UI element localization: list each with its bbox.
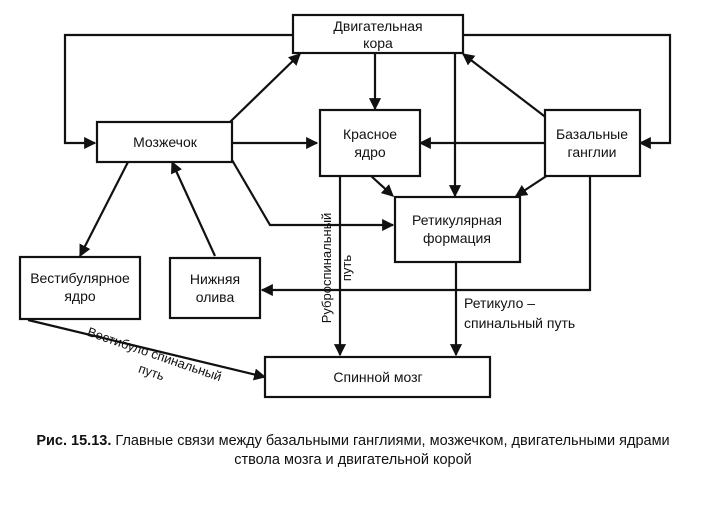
basal-ganglia-label-line2: ганглии — [568, 144, 617, 160]
figure-caption: Рис. 15.13. Главные связи между базальны… — [30, 432, 676, 470]
node-red-nucleus: Красное ядро — [318, 108, 422, 178]
label-reticulospinal: Ретикуло – спинальный путь — [464, 295, 575, 331]
vestibular-nucleus-label-line1: Вестибулярное — [30, 270, 130, 286]
connector-olive-cerebellum — [170, 160, 217, 257]
inferior-olive-label-line2: олива — [196, 289, 235, 305]
rubrospinal-label-line1: Руброспинальный — [319, 213, 334, 324]
rubrospinal-label-line2: путь — [339, 255, 354, 281]
connector-basal-reticular — [514, 174, 549, 197]
node-reticular-formation: Ретикулярная формация — [393, 195, 522, 264]
reticular-formation-label-line1: Ретикулярная — [412, 212, 502, 228]
connector-red-reticular — [369, 174, 394, 197]
node-inferior-olive: Нижняя олива — [168, 256, 262, 320]
reticular-formation-label-line2: формация — [423, 230, 491, 246]
connector-cerebellum-reticular — [231, 159, 395, 232]
motor-cortex-label-line2: кора — [363, 35, 393, 51]
node-spinal-cord: Спинной мозг — [263, 355, 492, 399]
connector-cortex-basal-loop — [463, 33, 672, 150]
reticulospinal-label-line2: спинальный путь — [464, 315, 575, 331]
connector-cerebellum-cortex — [229, 53, 301, 123]
spinal-cord-label: Спинной мозг — [333, 369, 422, 385]
label-vestibulospinal: Вестибуло спинальный путь — [86, 324, 224, 384]
label-rubrospinal: Руброспинальный путь — [319, 213, 354, 324]
vestibular-nucleus-label-line2: ядро — [64, 288, 96, 304]
connector-cerebellum-cortex-loop — [63, 33, 293, 150]
connector-vestibulospinal — [27, 318, 267, 381]
connector-basal-olive — [260, 175, 592, 297]
node-motor-cortex: Двигательная кора — [291, 13, 465, 55]
reticulospinal-label-line1: Ретикуло – — [464, 295, 535, 311]
figure-caption-label: Рис. 15.13. — [36, 433, 112, 449]
inferior-olive-label-line1: Нижняя — [190, 271, 240, 287]
node-basal-ganglia: Базальные ганглии — [543, 108, 642, 178]
cerebellum-label: Мозжечок — [133, 134, 198, 150]
node-vestibular-nucleus: Вестибулярное ядро — [18, 255, 142, 321]
node-cerebellum: Мозжечок — [95, 120, 234, 164]
red-nucleus-label-line1: Красное — [343, 126, 397, 142]
figure-caption-text: Главные связи между базальными ганглиями… — [115, 433, 670, 468]
connector-cerebellum-vestibular — [79, 161, 129, 258]
basal-ganglia-label-line1: Базальные — [556, 126, 628, 142]
red-nucleus-label-line2: ядро — [354, 144, 386, 160]
motor-cortex-label-line1: Двигательная — [333, 18, 422, 34]
connector-basal-cortex — [462, 53, 553, 123]
connections — [27, 33, 672, 381]
